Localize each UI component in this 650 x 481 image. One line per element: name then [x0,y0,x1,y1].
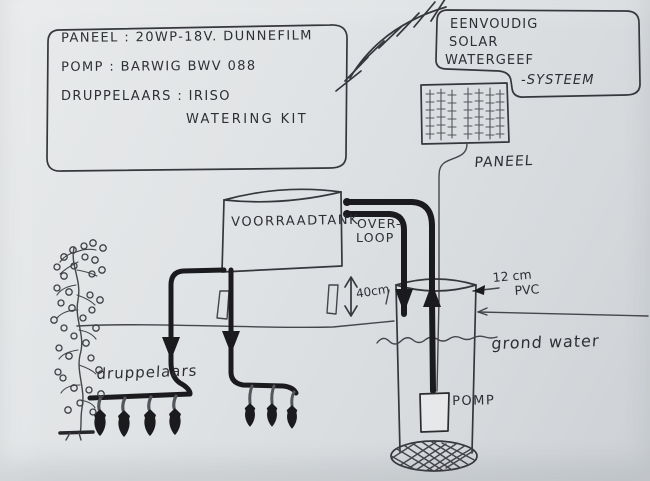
ground-line-left [76,320,395,329]
plant-base [58,430,95,435]
tank-leg-left [216,290,230,320]
title-line-2: SOLAR [449,35,499,50]
spec-box-outline [46,24,348,172]
diameter-arrow [472,285,500,295]
drippers-label: druppelaars [96,361,198,384]
dripper-feed-left [87,267,227,401]
overflow-pipe [343,210,413,317]
flow-down-arrow [162,337,180,360]
title-line-1: EENVOUDIG [450,17,539,32]
spec-line-pump: POMP : BARWIG BWV 088 [61,58,257,75]
ground-line-right-arrow [477,307,488,316]
solar-panel [420,82,510,145]
ground-line-right [477,311,649,317]
tank-leg-right [326,284,339,315]
spec-line-drippers: DRUPPELAARS : IRISO [61,89,231,104]
groundwater-label: grond water [490,331,601,354]
title-bubble-outline [435,9,641,98]
plant [50,239,107,441]
panel-wire [436,143,468,392]
flow-down-arrow [222,331,240,354]
pipe-material-label: PVC [514,281,540,298]
height-dimension-arrow [344,276,390,317]
pump-label: POMP [452,393,496,409]
drippers-left [94,394,181,437]
spec-line-kit: WATERING KIT [186,112,309,127]
spec-line-panel: PANEEL : 20WP-18V. DUNNEFILM [61,28,313,46]
flow-up-arrow [423,283,441,307]
pump-body [419,392,450,433]
drippers-right [244,384,298,429]
title-line-3: WATERGEEF [445,53,535,68]
title-line-4: -SYSTEEM [521,73,595,88]
overflow-label-1: OVER- [357,216,402,231]
tank-label: VOORRAADTANK [231,212,360,230]
supply-pipe [343,198,441,394]
well-pipe [390,278,478,472]
groundwater-line [376,335,498,345]
storage-tank [216,188,343,320]
sun-icon [335,0,447,92]
dripper-feed-right [222,267,299,396]
overflow-label-2: LOOP [356,230,395,245]
flow-down-arrow [395,289,413,313]
panel-label: PANEEL [473,152,535,172]
